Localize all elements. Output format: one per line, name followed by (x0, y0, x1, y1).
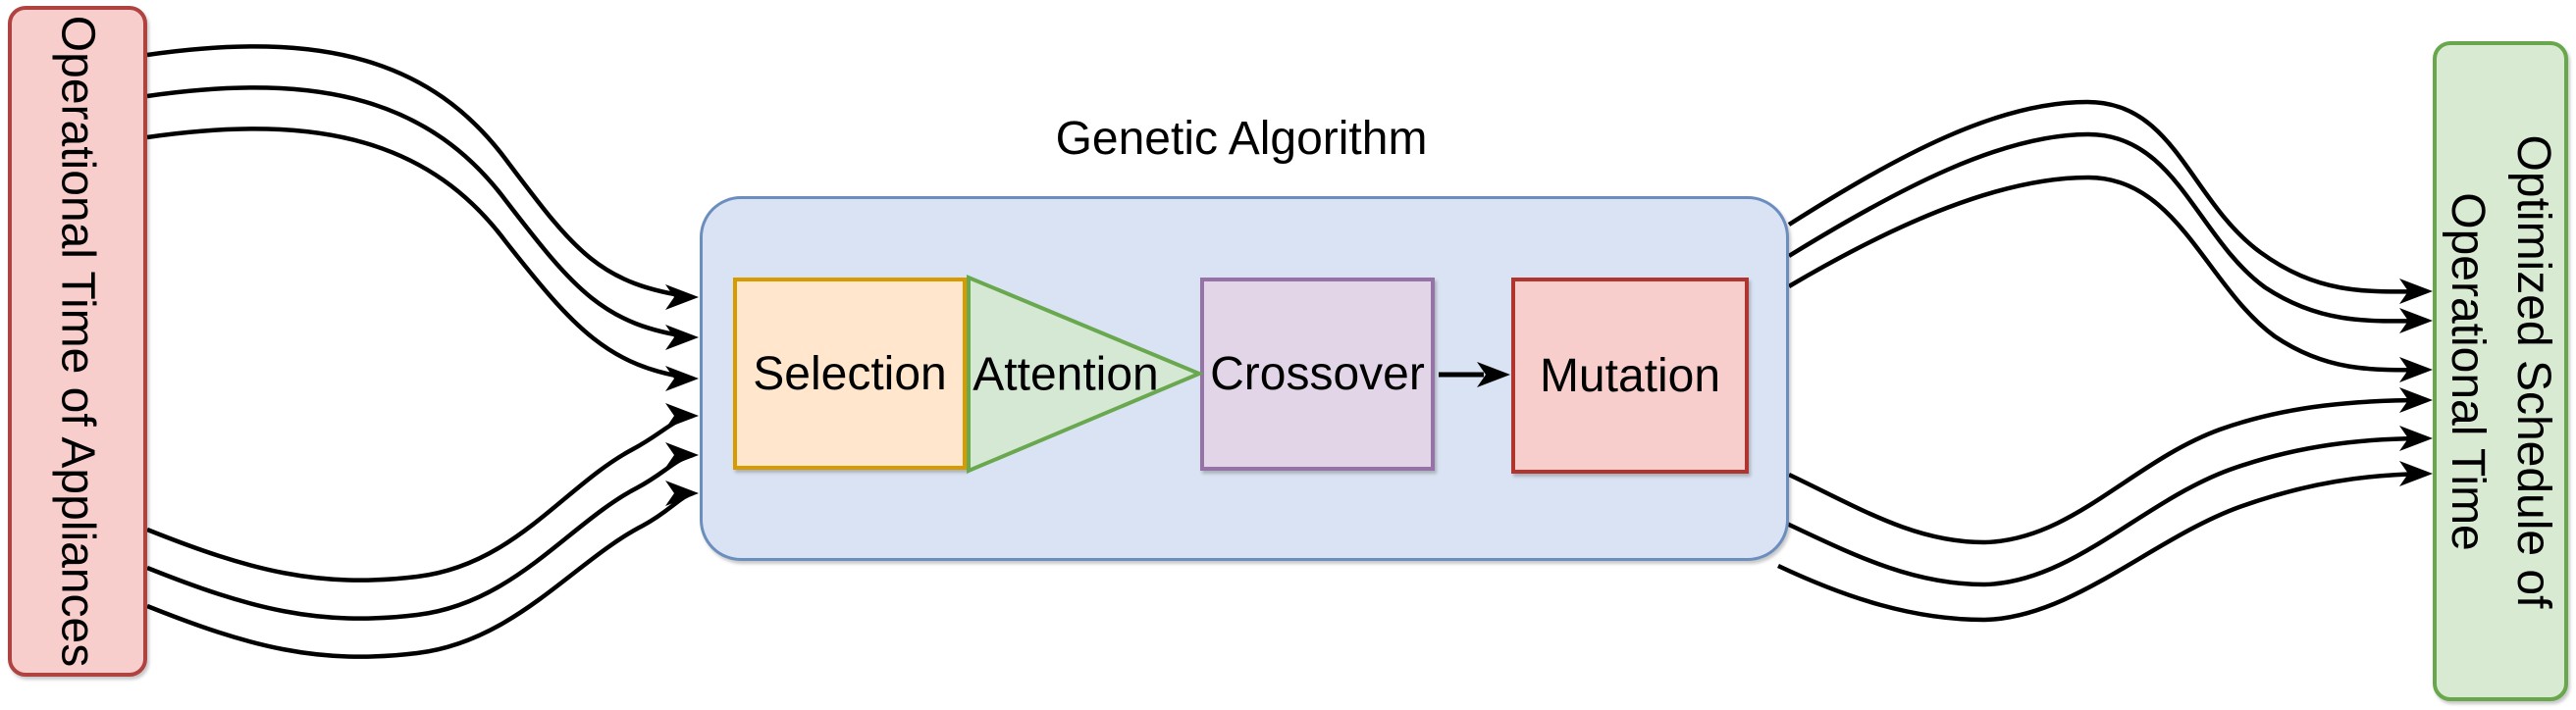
flow-curve (1777, 471, 2428, 623)
step-selection-label: Selection (753, 347, 947, 400)
arrow-head-icon (665, 366, 699, 391)
output-arrowheads (2399, 279, 2433, 486)
output-node-label: Optimized Schedule of Operational Time (2435, 134, 2566, 608)
flow-curve (1786, 435, 2428, 587)
output-flow-curves (1777, 99, 2428, 623)
step-crossover-label: Crossover (1210, 348, 1425, 400)
input-node-label: Operational Time of Appliances (51, 15, 104, 668)
arrow-head-icon (2399, 387, 2433, 413)
flow-curve (1787, 131, 2428, 324)
arrow-head-icon (2399, 357, 2433, 382)
arrow-head-icon (665, 481, 699, 506)
output-node-label-line1: Optimized Schedule of (2507, 134, 2560, 608)
arrow-head-icon (665, 325, 699, 350)
step-attention-label: Attention (973, 348, 1159, 401)
arrow-head-icon (2399, 461, 2433, 486)
flow-curve (146, 413, 694, 583)
output-node-label-line2: Operational Time (2442, 191, 2494, 551)
step-mutation: Mutation (1511, 278, 1749, 474)
diagram-title: Genetic Algorithm (1055, 113, 1428, 165)
flow-curve (146, 44, 694, 300)
input-flow-curves (146, 44, 694, 659)
flow-curve (146, 85, 694, 340)
arrow-head-icon (2399, 308, 2433, 333)
flow-curve (146, 452, 694, 621)
arrow-head-icon (2399, 279, 2433, 304)
arrow-head-icon (665, 442, 699, 468)
flow-curve (1787, 175, 2428, 373)
output-node: Optimized Schedule of Operational Time (2433, 41, 2568, 701)
input-node: Operational Time of Appliances (8, 6, 147, 677)
arrow-head-icon (665, 403, 699, 429)
step-mutation-label: Mutation (1539, 349, 1721, 402)
arrow-head-icon (665, 284, 699, 310)
arrow-head-icon (2399, 426, 2433, 451)
flow-curve (1788, 397, 2428, 545)
step-crossover: Crossover (1200, 278, 1435, 471)
flow-curve (1787, 99, 2428, 294)
step-selection: Selection (733, 278, 967, 470)
flow-curve (146, 490, 694, 659)
input-arrowheads (665, 284, 699, 506)
flow-curve (146, 127, 694, 381)
